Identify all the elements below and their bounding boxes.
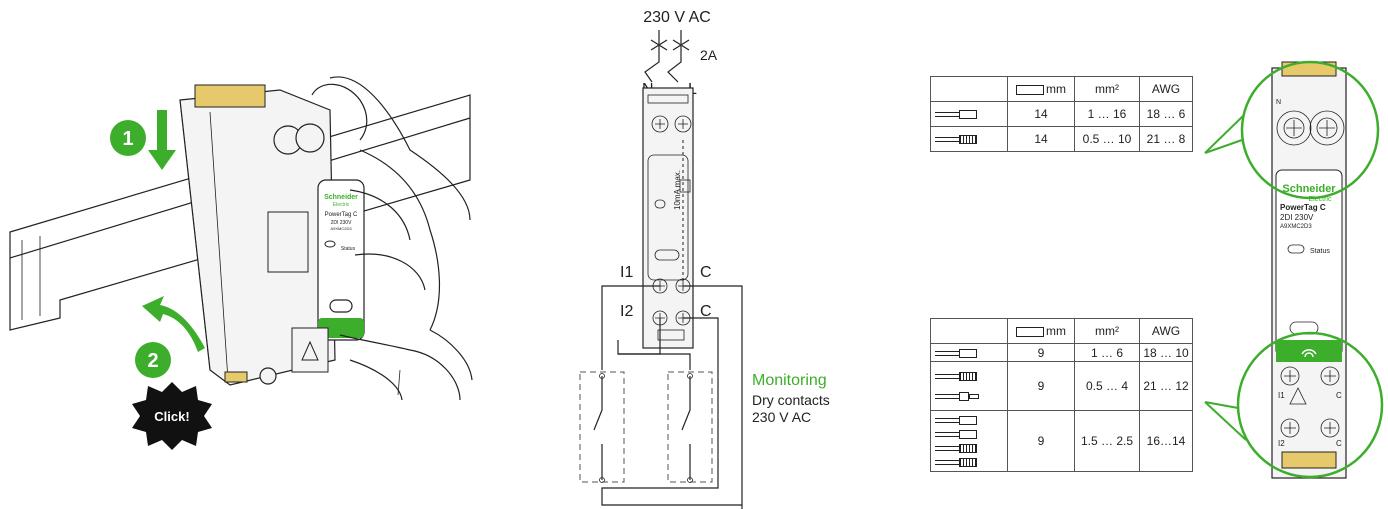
- detail-c1: C: [1336, 391, 1342, 400]
- strip-length-icon: [1016, 84, 1044, 95]
- down-arrow-icon: [148, 110, 176, 170]
- table-row: 9 1.5 … 2.5 16…14: [930, 410, 1193, 472]
- section-cell: 0.5 … 10: [1074, 126, 1140, 152]
- awg-header: AWG: [1139, 76, 1193, 102]
- device-status: Status: [341, 246, 356, 252]
- awg-cell: 18 … 6: [1139, 101, 1193, 127]
- wire-table-top: mm mm² AWG 14 1 … 16 18 … 6 14 0.5 … 10 …: [930, 76, 1193, 152]
- detail-i2: I2: [1278, 439, 1285, 448]
- monitoring-line-1: Dry contacts: [752, 392, 830, 408]
- solid-wire-icon: [930, 343, 1008, 362]
- section-cell: 1 … 16: [1074, 101, 1140, 127]
- section-header: mm²: [1074, 318, 1140, 344]
- strip-unit: mm: [1046, 82, 1066, 96]
- double-wire-icon: [930, 410, 1008, 472]
- product-detail-view: N Schneider Electric PowerTag C 2DI 230V…: [1204, 60, 1384, 479]
- strip-length-icon: [1016, 326, 1044, 337]
- strip-cell: 9: [1007, 361, 1075, 411]
- input-i1-label: I1: [620, 264, 633, 281]
- detail-status: Status: [1310, 248, 1330, 255]
- click-burst-icon: [132, 382, 212, 450]
- detail-n-label: N: [1276, 99, 1281, 106]
- detail-c2: C: [1336, 439, 1342, 448]
- detail-brand: Schneider: [1282, 183, 1336, 195]
- step-2-number: 2: [147, 350, 158, 372]
- breaker-rating: 2A: [700, 47, 718, 63]
- strip-cell: 9: [1007, 410, 1075, 472]
- awg-cell: 18 … 10: [1139, 343, 1193, 362]
- detail-model: 2DI 230V: [1280, 213, 1314, 222]
- stranded-wire-icon: [930, 126, 1008, 152]
- monitoring-line-2: 230 V AC: [752, 409, 811, 425]
- stranded-ferrule-wire-icon: [930, 361, 1008, 411]
- device-ref: A9XMC2D3: [330, 226, 352, 231]
- header-blank-cell: [930, 318, 1008, 344]
- awg-cell: 21 … 12: [1139, 361, 1193, 411]
- detail-ref: A9XMC2D3: [1280, 224, 1312, 230]
- detail-product: PowerTag C: [1280, 203, 1326, 212]
- common-c1-label: C: [700, 264, 712, 281]
- click-label: Click!: [154, 409, 189, 424]
- strip-cell: 14: [1007, 101, 1075, 127]
- supply-voltage-label: 230 V AC: [643, 9, 711, 26]
- device-brand-sub: Electric: [333, 202, 350, 208]
- din-rail-illustration: 1 2 Click! Schneider Electric PowerTag C…: [9, 76, 473, 450]
- device-brand: Schneider: [324, 194, 358, 201]
- device-product: PowerTag C: [325, 212, 358, 218]
- monitoring-title: Monitoring: [752, 372, 827, 389]
- wire-table-bottom: mm mm² AWG 9 1 … 6 18 … 10 9 0.5 … 4 21 …: [930, 318, 1193, 472]
- header-blank-cell: [930, 76, 1008, 102]
- awg-cell: 16…14: [1139, 410, 1193, 472]
- table-header-row: mm mm² AWG: [930, 76, 1193, 102]
- device-current-marking: 10mA max.: [673, 170, 682, 210]
- table-row: 9 1 … 6 18 … 10: [930, 343, 1193, 362]
- strip-length-header: mm: [1007, 76, 1075, 102]
- input-i2-label: I2: [620, 303, 633, 320]
- awg-header: AWG: [1139, 318, 1193, 344]
- section-cell: 1.5 … 2.5: [1074, 410, 1140, 472]
- wiring-diagram: 230 V AC 2A N L 10mA max. I1 C I2 C: [579, 9, 830, 509]
- table-row: 14 1 … 16 18 … 6: [930, 101, 1193, 127]
- detail-brand-sub: Electric: [1309, 196, 1332, 203]
- section-header: mm²: [1074, 76, 1140, 102]
- solid-wire-icon: [930, 101, 1008, 127]
- detail-i1: I1: [1278, 391, 1285, 400]
- strip-cell: 9: [1007, 343, 1075, 362]
- strip-cell: 14: [1007, 126, 1075, 152]
- curved-arrow-icon: [142, 296, 205, 352]
- section-cell: 0.5 … 4: [1074, 361, 1140, 411]
- step-1-number: 1: [122, 128, 133, 150]
- awg-cell: 21 … 8: [1139, 126, 1193, 152]
- section-cell: 1 … 6: [1074, 343, 1140, 362]
- strip-unit: mm: [1046, 324, 1066, 338]
- strip-length-header: mm: [1007, 318, 1075, 344]
- table-header-row: mm mm² AWG: [930, 318, 1193, 344]
- wifi-icon: [1301, 349, 1317, 358]
- table-row: 14 0.5 … 10 21 … 8: [930, 126, 1193, 152]
- common-c2-label: C: [700, 303, 712, 320]
- table-row: 9 0.5 … 4 21 … 12: [930, 361, 1193, 411]
- device-model: 2DI 230V: [331, 220, 353, 226]
